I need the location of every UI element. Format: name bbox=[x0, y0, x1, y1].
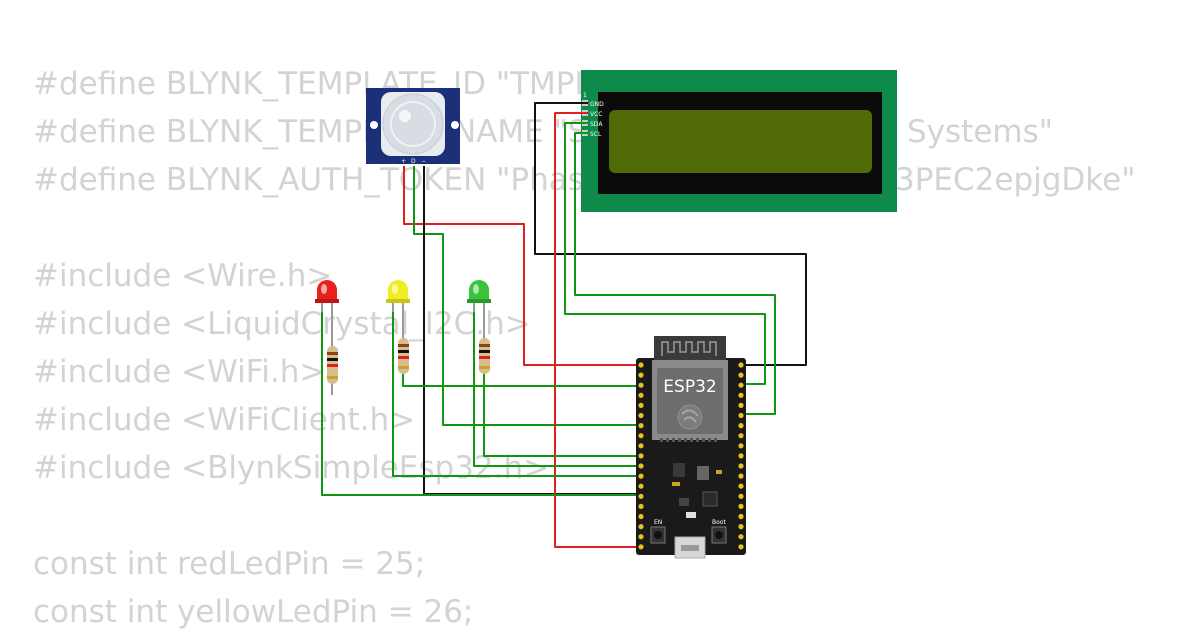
pir-dome-ring bbox=[390, 101, 436, 147]
wires bbox=[321, 102, 807, 548]
header-pin[interactable] bbox=[738, 392, 744, 398]
pir-pin-label: D bbox=[411, 158, 416, 165]
lcd-pin-label: SCL bbox=[590, 131, 602, 138]
pir-pin-label: + bbox=[401, 158, 406, 165]
led-red-body bbox=[317, 280, 337, 300]
esp32-label: ESP32 bbox=[663, 377, 716, 397]
header-pin[interactable] bbox=[738, 412, 744, 419]
esp32-left-header bbox=[638, 362, 644, 550]
esp32-antenna bbox=[654, 336, 726, 362]
header-pin[interactable] bbox=[738, 382, 744, 388]
en-label: EN bbox=[654, 519, 662, 526]
led-green[interactable] bbox=[467, 280, 491, 340]
header-pin[interactable] bbox=[638, 423, 644, 429]
code-line: #include <WiFi.h> bbox=[33, 354, 326, 390]
header-pin[interactable] bbox=[738, 513, 744, 520]
header-pin[interactable] bbox=[638, 534, 644, 540]
lcd-display[interactable]: 1 GND VCC SDA SCL bbox=[581, 70, 897, 212]
wire-lcd-vcc[interactable] bbox=[554, 112, 641, 548]
wire-lcd-scl[interactable] bbox=[574, 132, 776, 415]
wire-yellow-led-cathode[interactable] bbox=[392, 306, 641, 477]
header-pin[interactable] bbox=[738, 534, 744, 540]
header-pin[interactable] bbox=[638, 372, 644, 378]
header-pin[interactable] bbox=[638, 513, 644, 520]
led-yellow-body bbox=[388, 280, 408, 300]
lcd-pin-label: GND bbox=[590, 101, 604, 108]
header-pin[interactable] bbox=[638, 524, 644, 530]
header-pin[interactable] bbox=[738, 524, 744, 530]
wire-green-led-cathode[interactable] bbox=[473, 306, 641, 467]
pir-dome-highlight bbox=[399, 110, 411, 122]
header-pin[interactable] bbox=[638, 392, 644, 398]
header-pin[interactable] bbox=[638, 493, 644, 499]
lcd-pin-marker: 1 bbox=[583, 92, 587, 99]
header-pin[interactable] bbox=[738, 433, 744, 439]
pir-pin-label: − bbox=[421, 158, 426, 165]
header-pin[interactable] bbox=[638, 443, 644, 449]
header-pin[interactable] bbox=[738, 402, 744, 408]
wire-lcd-gnd[interactable] bbox=[534, 102, 807, 366]
header-pin[interactable] bbox=[738, 483, 744, 489]
wire-yellow-led-signal[interactable] bbox=[402, 372, 641, 387]
lcd-screen bbox=[609, 110, 872, 173]
header-pin[interactable] bbox=[738, 423, 744, 429]
header-pin[interactable] bbox=[638, 473, 644, 479]
wire-green-led-signal[interactable] bbox=[483, 372, 641, 457]
pir-mount-hole bbox=[370, 121, 378, 129]
header-pin[interactable] bbox=[738, 362, 744, 368]
code-fragment: Systems" bbox=[907, 114, 1054, 150]
led-green-body bbox=[469, 280, 489, 300]
boot-label: Boot bbox=[712, 519, 726, 526]
header-pin[interactable] bbox=[738, 463, 744, 469]
header-pin[interactable] bbox=[738, 503, 744, 509]
resistor-yellow-led[interactable] bbox=[398, 338, 409, 374]
code-line: #include <LiquidCrystal_I2C.h> bbox=[33, 306, 531, 342]
header-pin[interactable] bbox=[638, 362, 644, 368]
pir-sensor[interactable]: + D − bbox=[366, 88, 460, 165]
esp32-board[interactable]: ESP32 EN Boot bbox=[636, 336, 746, 559]
wire-pir-gnd[interactable] bbox=[423, 166, 641, 495]
wire-pir-vcc[interactable] bbox=[403, 166, 641, 366]
esp32-right-header bbox=[738, 362, 744, 550]
code-line: const int redLedPin = 25; bbox=[33, 546, 426, 582]
code-line: #include <Wire.h> bbox=[33, 258, 333, 294]
led-yellow[interactable] bbox=[386, 280, 410, 340]
lcd-pin-label: SDA bbox=[590, 121, 603, 128]
resistor-red-led[interactable] bbox=[327, 338, 338, 395]
wire-red-led-cathode[interactable] bbox=[321, 306, 641, 496]
header-pin[interactable] bbox=[638, 453, 644, 459]
header-pin[interactable] bbox=[638, 433, 644, 439]
header-pin[interactable] bbox=[638, 503, 644, 509]
header-pin[interactable] bbox=[638, 544, 644, 550]
led-red[interactable] bbox=[315, 280, 339, 345]
header-pin[interactable] bbox=[738, 493, 744, 499]
resistor-green-led[interactable] bbox=[479, 338, 490, 374]
header-pin[interactable] bbox=[638, 463, 644, 469]
wire-lcd-sda[interactable] bbox=[564, 122, 766, 385]
header-pin[interactable] bbox=[638, 382, 644, 388]
pir-mount-hole bbox=[451, 121, 459, 129]
code-line: const int yellowLedPin = 26; bbox=[33, 594, 474, 630]
header-pin[interactable] bbox=[638, 412, 644, 419]
wire-pir-out[interactable] bbox=[413, 166, 641, 426]
lcd-pin-label: VCC bbox=[590, 111, 602, 118]
header-pin[interactable] bbox=[638, 402, 644, 408]
header-pin[interactable] bbox=[638, 483, 644, 489]
code-fragment: 3PEC2epjgDke" bbox=[895, 162, 1136, 198]
header-pin[interactable] bbox=[738, 544, 744, 550]
header-pin[interactable] bbox=[738, 443, 744, 449]
code-line: #include <WiFiClient.h> bbox=[33, 402, 416, 438]
header-pin[interactable] bbox=[738, 453, 744, 459]
header-pin[interactable] bbox=[738, 372, 744, 378]
header-pin[interactable] bbox=[738, 473, 744, 479]
